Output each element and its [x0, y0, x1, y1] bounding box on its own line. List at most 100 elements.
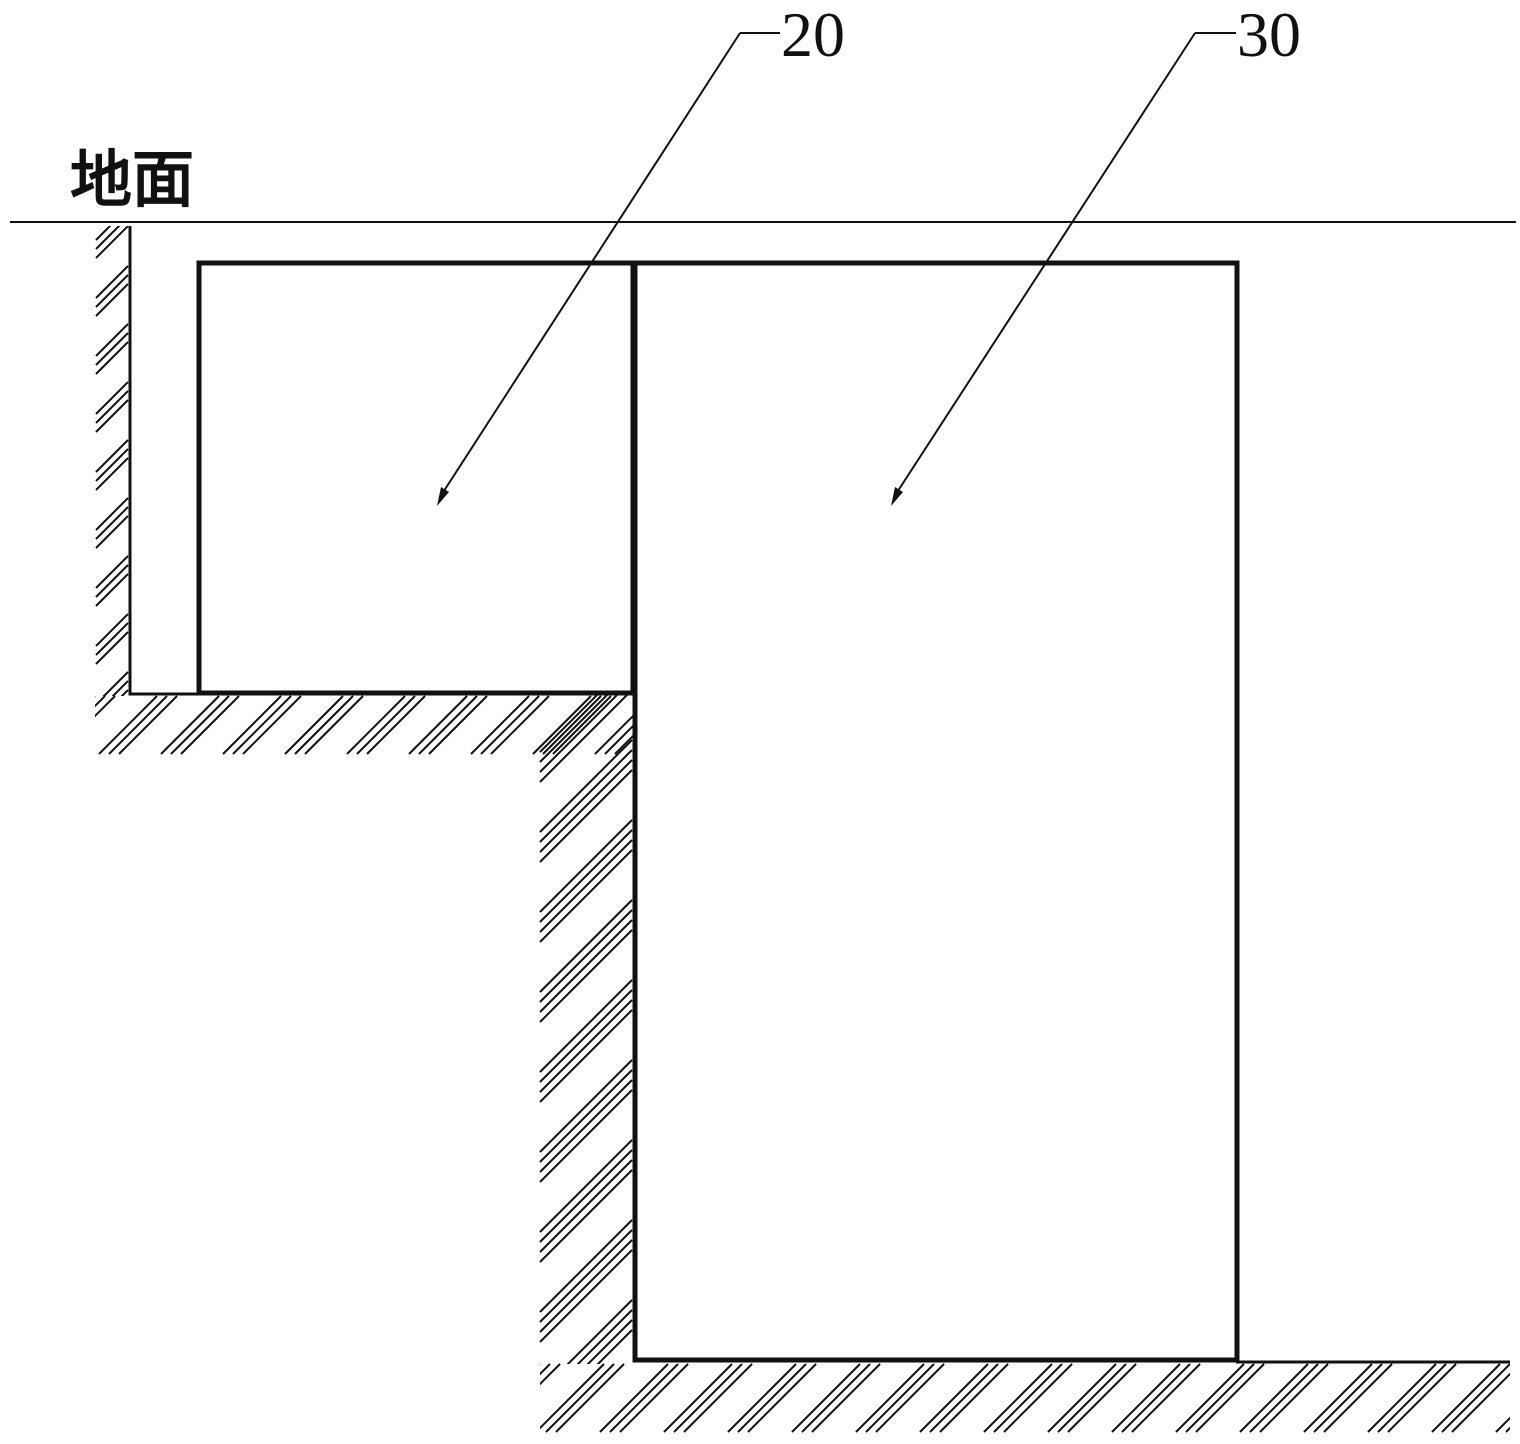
- hatch-line: [614, 732, 635, 755]
- hatch-line: [1323, 1363, 1393, 1433]
- hatch-line: [683, 1363, 753, 1433]
- hatch-line: [539, 929, 633, 1023]
- hatch-line: [1505, 1426, 1510, 1433]
- hatch-line: [232, 695, 292, 755]
- hatch-line: [242, 695, 302, 755]
- hatch-line: [95, 631, 129, 665]
- hatch-line: [539, 1059, 633, 1153]
- callout-30: 30: [891, 0, 1301, 506]
- hatch-line: [539, 999, 633, 1093]
- hatch-line: [1303, 1363, 1373, 1433]
- hatch-line: [545, 1363, 615, 1433]
- hatch-line: [1516, 1364, 1520, 1432]
- hatch-line: [865, 1363, 935, 1433]
- hatch-line: [284, 695, 344, 755]
- hatch-line: [95, 515, 129, 549]
- hatch-line: [539, 829, 633, 923]
- hatch-line: [542, 695, 602, 755]
- hatch-line: [539, 694, 610, 763]
- soil-hatch-bottom-strip: [95, 695, 735, 755]
- callout-20-number: 20: [781, 0, 845, 70]
- hatch-line: [1249, 1363, 1319, 1433]
- hatch-line: [539, 989, 633, 1083]
- excavation-boundary: [128, 226, 200, 696]
- hatch-line: [539, 919, 633, 1013]
- hatch-line: [539, 819, 633, 913]
- hatch-line: [480, 695, 540, 755]
- hatch-line: [540, 1363, 605, 1430]
- callout-20-arrowhead: [437, 487, 449, 506]
- hatch-line: [1451, 1372, 1510, 1433]
- hatch-line: [552, 695, 612, 755]
- soil-hatch-inner-wall: [539, 694, 633, 1444]
- soil-hatch-floor: [540, 1363, 1520, 1433]
- hatch-line: [95, 226, 112, 241]
- hatch-line: [95, 439, 129, 473]
- hatch-line: [428, 695, 488, 755]
- hatch-line: [95, 613, 129, 647]
- hatch-line: [540, 1380, 632, 1444]
- hatch-line: [102, 671, 129, 696]
- hatch-line: [1367, 1363, 1437, 1433]
- hatch-line: [160, 695, 220, 755]
- hatch-line: [95, 226, 121, 250]
- hatch-line: [95, 457, 129, 491]
- hatch-line: [532, 695, 592, 755]
- hatch-line: [539, 694, 630, 783]
- ground-label: 地面: [70, 143, 194, 216]
- hatch-line: [875, 1363, 945, 1433]
- upper-left-chamber: [196, 260, 636, 696]
- hatch-line: [566, 1299, 633, 1364]
- hatch-line: [1313, 1363, 1383, 1433]
- hatch-line: [356, 695, 416, 755]
- hatch-line: [539, 739, 633, 833]
- hatch-line: [855, 1363, 925, 1433]
- hatch-line: [95, 399, 129, 433]
- hatch-line: [539, 899, 633, 993]
- hatch-line: [540, 1363, 561, 1386]
- hatch-line: [801, 1363, 871, 1433]
- hatch-line: [594, 712, 635, 755]
- hatch-line: [939, 1363, 1009, 1433]
- hatch-line: [95, 555, 129, 589]
- hatch-line: [727, 1363, 797, 1433]
- callout-30-number: 30: [1237, 0, 1301, 70]
- hatch-line: [540, 1364, 541, 1366]
- hatch-line: [539, 1139, 633, 1233]
- hatch-line: [180, 695, 240, 755]
- callout-20-leader: [439, 32, 741, 498]
- hatch-line: [1495, 1416, 1510, 1433]
- hatch-line: [95, 341, 129, 375]
- callout-20: 20: [437, 0, 845, 506]
- hatch-line: [304, 695, 364, 755]
- hatch-line: [539, 1229, 633, 1323]
- hatch-line: [95, 381, 129, 415]
- hatch-line: [657, 696, 715, 754]
- hatch-line: [539, 1219, 633, 1313]
- hatch-line: [95, 506, 129, 540]
- hatch-line: [366, 695, 426, 755]
- hatch-line: [111, 680, 129, 696]
- hatch-line: [95, 283, 129, 317]
- hatch-line: [95, 226, 129, 259]
- hatch-line: [919, 1363, 989, 1433]
- hatch-line: [1067, 1363, 1137, 1433]
- hatch-line: [663, 1363, 733, 1433]
- hatch-line: [1121, 1363, 1191, 1433]
- hatch-line: [95, 695, 106, 708]
- hatch-line: [540, 1390, 632, 1444]
- hatch-line: [95, 622, 129, 656]
- hatch-line: [418, 695, 478, 755]
- hatch-line: [1131, 1363, 1201, 1433]
- hatch-line: [677, 696, 735, 754]
- hatch-line: [170, 695, 230, 755]
- hatch-line: [539, 1079, 633, 1173]
- hatch-line: [539, 1239, 633, 1333]
- hatch-line: [95, 332, 129, 366]
- hatch-line: [619, 1363, 689, 1433]
- hatch-line: [1185, 1363, 1255, 1433]
- right-deep-chamber: [632, 260, 1240, 1363]
- hatch-line: [95, 573, 129, 607]
- hatch-line: [539, 759, 633, 853]
